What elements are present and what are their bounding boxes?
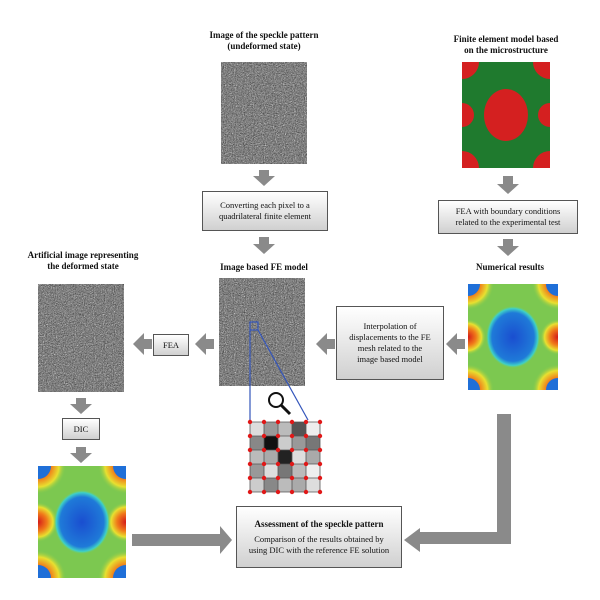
mesh-cell [264, 436, 278, 450]
mesh-node [317, 489, 323, 495]
title-fe-microstructure: Finite element model based on the micros… [453, 34, 559, 55]
assessment-body: Comparison of the results obtained by us… [248, 533, 390, 555]
mesh-node [247, 433, 253, 439]
mesh-cell [250, 478, 264, 492]
mesh-node [247, 419, 253, 425]
mesh-node [303, 419, 309, 425]
title-image-fe-model: Image based FE model [220, 262, 308, 272]
mesh-node [317, 419, 323, 425]
mesh-cell [292, 422, 306, 436]
mesh-node [261, 447, 267, 453]
mesh-node [275, 433, 281, 439]
mesh-cell [306, 450, 320, 464]
mesh-node [289, 489, 295, 495]
title-speckle-undeformed: Image of the speckle pattern (undeformed… [209, 30, 319, 51]
interpolation-box: Interpolation of displacements to the FE… [336, 306, 444, 380]
mesh-node [289, 475, 295, 481]
mesh-cell [278, 436, 292, 450]
mesh-node [275, 419, 281, 425]
numerical-results-field [468, 284, 558, 390]
mesh-node [275, 489, 281, 495]
mesh-cell [264, 478, 278, 492]
mesh-node [261, 433, 267, 439]
fe-microstructure-model [462, 62, 550, 168]
mesh-node [303, 475, 309, 481]
artificial-deformed-image [38, 284, 124, 392]
mesh-node [303, 447, 309, 453]
mesh-node [317, 433, 323, 439]
mesh-node [303, 433, 309, 439]
mesh-cell [250, 422, 264, 436]
mesh-node [317, 475, 323, 481]
mesh-cell [250, 450, 264, 464]
mesh-node [261, 461, 267, 467]
fea-box: FEA [153, 334, 189, 356]
title-numerical-results: Numerical results [475, 262, 545, 272]
mesh-cell [278, 464, 292, 478]
mesh-cell [292, 464, 306, 478]
mesh-cell [278, 478, 292, 492]
mesh-cell [250, 464, 264, 478]
mesh-node [317, 461, 323, 467]
arrows [70, 170, 519, 554]
mesh-cell [306, 422, 320, 436]
mesh-node [247, 447, 253, 453]
mesh-node [275, 475, 281, 481]
mesh-node [303, 489, 309, 495]
mesh-cell [306, 436, 320, 450]
mesh-cell [292, 436, 306, 450]
mesh-node [247, 489, 253, 495]
mesh-node [275, 447, 281, 453]
mesh-cell [250, 436, 264, 450]
mesh-node [289, 461, 295, 467]
mesh-cell [306, 478, 320, 492]
mesh-node [289, 447, 295, 453]
dic-box: DIC [62, 418, 100, 440]
assessment-box: Assessment of the speckle pattern Compar… [236, 506, 402, 568]
speckle-image-undeformed [221, 62, 307, 164]
title-artificial-image: Artificial image representing the deform… [27, 250, 139, 271]
mesh-node [261, 475, 267, 481]
mesh-node [289, 433, 295, 439]
mesh-node [317, 447, 323, 453]
pixel-mesh [247, 419, 323, 495]
mesh-cell [278, 422, 292, 436]
converting-box: Converting each pixel to a quadrilateral… [202, 191, 328, 231]
mesh-node [261, 419, 267, 425]
mesh-cell [264, 450, 278, 464]
zoom-lines [249, 321, 309, 421]
mesh-cell [292, 450, 306, 464]
assessment-title: Assessment of the speckle pattern [254, 518, 384, 529]
image-based-fe-model [219, 278, 305, 386]
mesh-node [261, 489, 267, 495]
mesh-cell [278, 450, 292, 464]
dic-result-field [38, 466, 126, 578]
mesh-node [289, 419, 295, 425]
mesh-cell [292, 478, 306, 492]
magnifier-icon [268, 392, 292, 416]
mesh-node [247, 461, 253, 467]
mesh-node [275, 461, 281, 467]
mesh-node [247, 475, 253, 481]
mesh-node [303, 461, 309, 467]
mesh-cell [264, 422, 278, 436]
mesh-cell [306, 464, 320, 478]
fea-boundary-box: FEA with boundary conditions related to … [438, 200, 578, 234]
mesh-cell [264, 464, 278, 478]
